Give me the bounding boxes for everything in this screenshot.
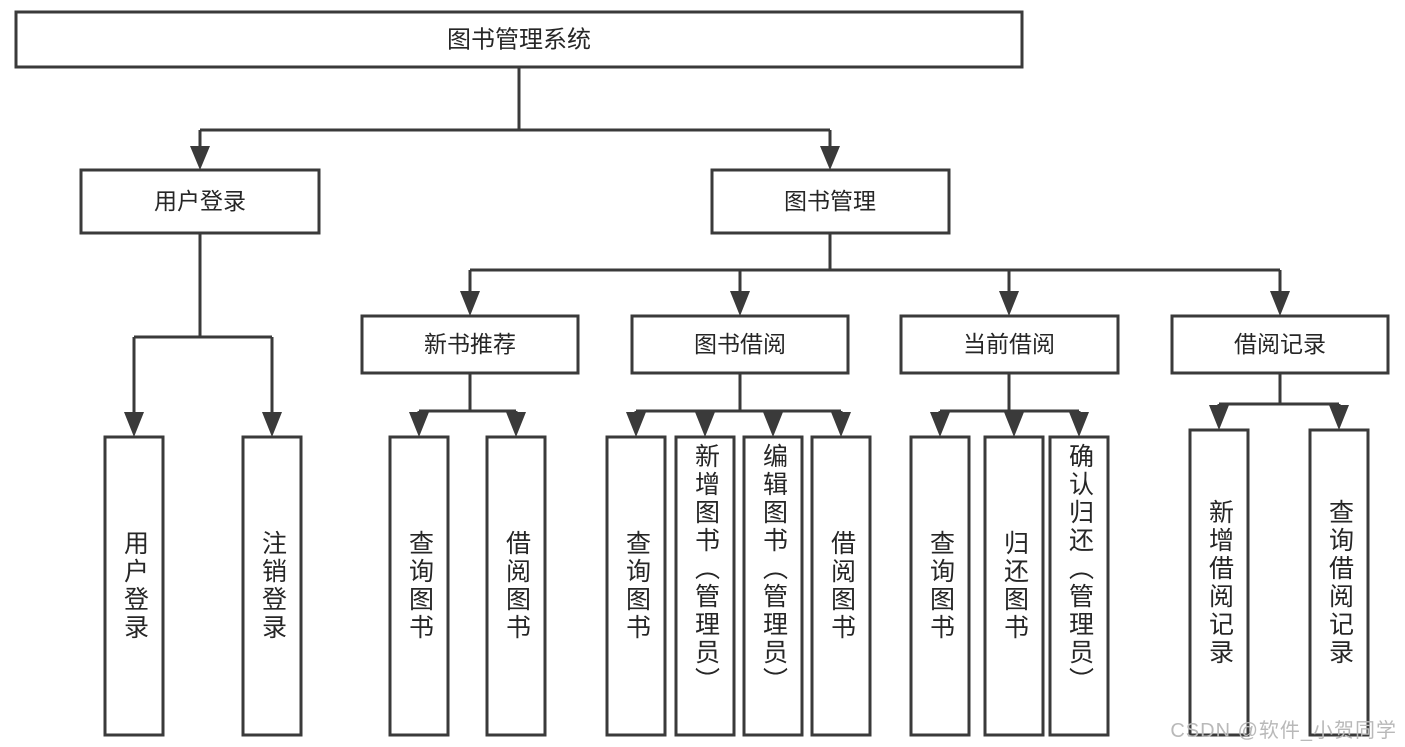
- arrow-user-leaf-2-icon: [262, 412, 282, 437]
- node-book-borrow-label: 图书借阅: [694, 331, 786, 357]
- arrow-book-child-4-icon: [1270, 291, 1290, 316]
- csdn-watermark: CSDN @软件_小贺同学: [1170, 720, 1397, 742]
- leaf-box-group: [103, 428, 1370, 737]
- leaf-box-add-borrow-record[interactable]: [1188, 428, 1250, 737]
- leaf-box-borrow-book-new[interactable]: [485, 435, 547, 737]
- node-book-borrow-box[interactable]: [630, 314, 850, 375]
- connector-group-user-login: [124, 233, 282, 437]
- arrow-book-child-2-icon: [730, 291, 750, 316]
- node-borrow-record-label: 借阅记录: [1234, 331, 1326, 357]
- leaf-box-confirm-return-admin[interactable]: [1048, 435, 1110, 737]
- node-current-borrow-label: 当前借阅: [963, 331, 1055, 357]
- leaf-box-edit-book-admin[interactable]: [742, 435, 804, 737]
- node-root-box[interactable]: [14, 10, 1024, 69]
- node-user-login[interactable]: 用户登录: [79, 168, 321, 235]
- arrow-borrow-leaf-4-icon: [831, 412, 851, 437]
- arrow-record-leaf-2-icon: [1329, 405, 1349, 430]
- node-root[interactable]: 图书管理系统: [14, 10, 1024, 69]
- node-book-borrow[interactable]: 图书借阅: [630, 314, 850, 375]
- arrow-current-leaf-3-icon: [1069, 412, 1089, 437]
- node-book-manage-box[interactable]: [710, 168, 951, 235]
- node-current-borrow[interactable]: 当前借阅: [899, 314, 1120, 375]
- node-root-label: 图书管理系统: [447, 26, 591, 53]
- leaf-box-return-book[interactable]: [983, 435, 1045, 737]
- leaf-box-logout[interactable]: [241, 435, 303, 737]
- node-user-login-box[interactable]: [79, 168, 321, 235]
- node-new-book-recommend-box[interactable]: [360, 314, 580, 375]
- leaf-box-borrow-book[interactable]: [810, 435, 872, 737]
- arrow-borrow-leaf-3-icon: [763, 412, 783, 437]
- arrow-root-to-user-icon: [190, 146, 210, 170]
- leaf-box-query-book-new[interactable]: [388, 435, 450, 737]
- leaf-box-query-borrow-record[interactable]: [1308, 428, 1370, 737]
- node-book-manage-label: 图书管理: [784, 188, 876, 214]
- connector-group-book-manage: [460, 233, 1290, 316]
- node-current-borrow-box[interactable]: [899, 314, 1120, 375]
- arrow-book-child-3-icon: [999, 291, 1019, 316]
- arrow-borrow-leaf-1-icon: [626, 412, 646, 437]
- connector-group-current-borrow: [930, 373, 1089, 437]
- arrow-user-leaf-1-icon: [124, 412, 144, 437]
- arrow-current-leaf-2-icon: [1004, 412, 1024, 437]
- node-book-manage[interactable]: 图书管理: [710, 168, 951, 235]
- connector-group-borrow-record: [1209, 373, 1349, 430]
- connector-group-book-borrow: [626, 373, 851, 437]
- connector-group-root: [190, 67, 840, 170]
- leaf-box-query-book-borrow[interactable]: [605, 435, 667, 737]
- node-borrow-record[interactable]: 借阅记录: [1170, 314, 1390, 375]
- arrow-borrow-leaf-2-icon: [695, 412, 715, 437]
- leaf-box-add-book-admin[interactable]: [674, 435, 736, 737]
- arrow-newbook-leaf-1-icon: [409, 412, 429, 437]
- node-user-login-label: 用户登录: [154, 188, 246, 214]
- arrow-root-to-book-icon: [820, 146, 840, 170]
- arrow-current-leaf-1-icon: [930, 412, 950, 437]
- leaf-box-user-login[interactable]: [103, 435, 165, 737]
- node-new-book-recommend-label: 新书推荐: [424, 331, 516, 357]
- connector-group-new-book: [409, 373, 526, 437]
- arrow-newbook-leaf-2-icon: [506, 412, 526, 437]
- node-new-book-recommend[interactable]: 新书推荐: [360, 314, 580, 375]
- arrow-book-child-1-icon: [460, 291, 480, 316]
- arrow-record-leaf-1-icon: [1209, 405, 1229, 430]
- leaf-box-query-book-current[interactable]: [909, 435, 971, 737]
- node-borrow-record-box[interactable]: [1170, 314, 1390, 375]
